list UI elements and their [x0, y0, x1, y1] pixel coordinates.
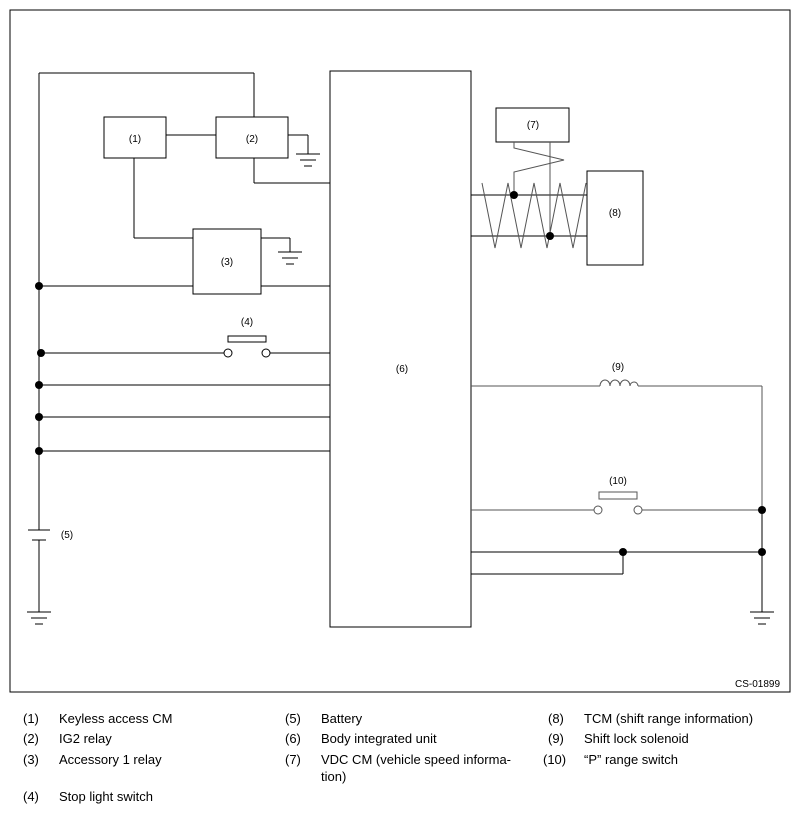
legend-item-3: (3) Accessory 1 relay [23, 751, 263, 771]
label-c8: (8) [609, 208, 621, 219]
legend-text: VDC CM (vehicle speed informa- tion) [321, 752, 512, 784]
figure-code: CS-01899 [735, 679, 781, 690]
legend-num: (2) [23, 731, 39, 746]
legend-text: IG2 relay [59, 731, 112, 746]
legend-item-6: (6) Body integrated unit [285, 730, 535, 750]
stop-light-switch [39, 335, 330, 358]
bus-lines [39, 384, 330, 452]
legend-item-1: (1) Keyless access CM [23, 710, 263, 730]
legend-item-2: (2) IG2 relay [23, 730, 263, 750]
legend-text: Keyless access CM [59, 711, 173, 726]
ig2-relay-box [215, 116, 289, 159]
right-ground-wiring [471, 510, 774, 625]
label-c5: (5) [61, 530, 73, 541]
tcm-box [586, 170, 644, 266]
legend-num: (6) [285, 731, 301, 746]
diagram-frame [9, 9, 791, 693]
legend-num: (9) [548, 731, 564, 746]
label-c3: (3) [221, 257, 233, 268]
legend-item-8: (8) TCM (shift range information) [548, 710, 793, 730]
legend-text: TCM (shift range information) [584, 711, 754, 726]
legend-text: Shift lock solenoid [584, 731, 689, 746]
legend-text: “P” range switch [584, 752, 678, 767]
label-c4: (4) [241, 317, 253, 328]
label-c7: (7) [527, 120, 539, 131]
shift-lock-solenoid [471, 379, 763, 510]
label-c2: (2) [246, 134, 258, 145]
legend-text: Accessory 1 relay [59, 752, 162, 767]
can-bus-wiring [471, 142, 587, 249]
legend-item-7: (7) VDC CM (vehicle speed informa- tion) [285, 751, 535, 791]
vdc-cm-box [495, 107, 570, 143]
legend-num: (3) [23, 752, 39, 767]
label-c1: (1) [129, 134, 141, 145]
label-c6: (6) [396, 364, 408, 375]
junction-dots [35, 191, 766, 556]
legend-item-4: (4) Stop light switch [23, 788, 263, 808]
legend-num: (1) [23, 711, 39, 726]
accessory1-relay-box [192, 228, 262, 295]
legend-item-5: (5) Battery [285, 710, 535, 730]
legend-num: (7) [285, 752, 301, 767]
wiring-diagram: (1) (2) (3) (4) (5) (6) (7) (8) (9) (10) [9, 9, 791, 693]
p-range-switch [471, 491, 762, 515]
legend-num: (4) [23, 789, 39, 804]
relay-wiring [39, 134, 330, 287]
legend-num: (10) [543, 752, 567, 767]
legend-text: Stop light switch [59, 789, 153, 804]
legend-item-9: (9) Shift lock solenoid [548, 730, 793, 750]
legend-item-10: (10) “P” range switch [543, 751, 793, 771]
legend-text: Body integrated unit [321, 731, 437, 746]
label-c9: (9) [612, 362, 624, 373]
legend-num: (8) [548, 711, 564, 726]
body-integrated-unit-box [329, 70, 472, 628]
label-c10: (10) [609, 476, 627, 487]
keyless-access-cm-box [103, 116, 167, 159]
legend-num: (5) [285, 711, 301, 726]
legend-text: Battery [321, 711, 363, 726]
